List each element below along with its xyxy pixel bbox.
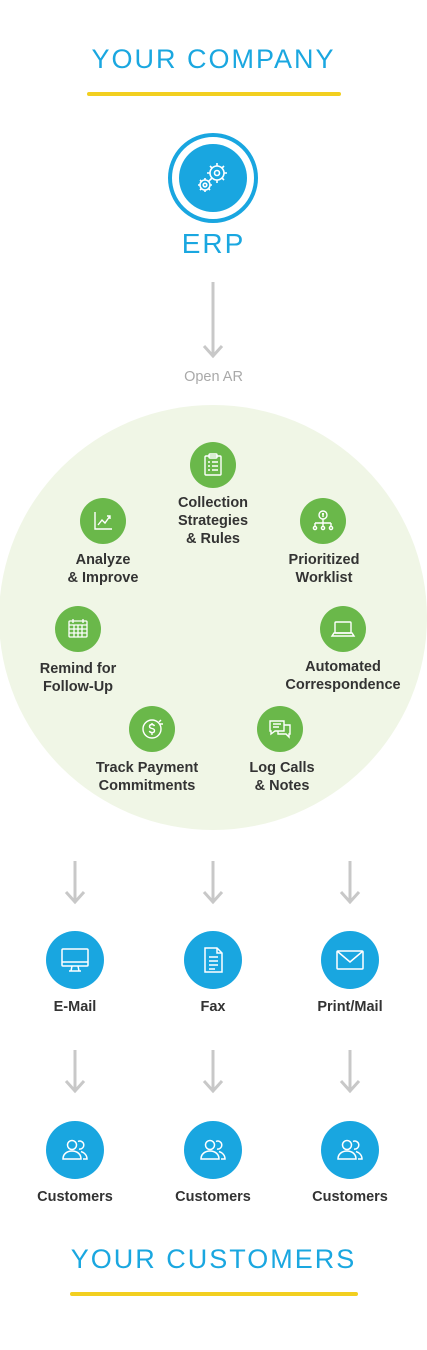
email-label: E-Mail [53,999,97,1015]
customers-underline [70,1292,358,1296]
company-title: YOUR COMPANY [91,44,336,74]
users-icon [321,1121,379,1179]
customers-label: Customers [175,1189,251,1205]
analyze-improve-label: Analyze& Improve [67,552,139,586]
print-mail-label: Print/Mail [317,999,383,1015]
arrow-down-icon [64,861,86,905]
customers-title: YOUR CUSTOMERS [70,1244,357,1274]
monitor-icon [46,931,104,989]
erp-icon-ring [168,133,258,223]
dollar-icon [129,706,175,752]
gears-icon [179,144,247,212]
chart-icon [80,498,126,544]
laptop-icon [320,606,366,652]
arrow-down-icon [339,861,361,905]
calendar-icon [55,606,101,652]
customers-label: Customers [312,1189,388,1205]
open-ar-label: Open AR [184,369,243,385]
hierarchy-icon [300,498,346,544]
document-icon [184,931,242,989]
erp-label: ERP [181,228,246,259]
fax-label: Fax [200,999,226,1015]
clipboard-icon [190,442,236,488]
customers-label: Customers [37,1189,113,1205]
arrow-down-icon [202,282,224,359]
arrow-down-icon [64,1050,86,1094]
arrow-down-icon [202,861,224,905]
users-icon [46,1121,104,1179]
users-icon [184,1121,242,1179]
arrow-down-icon [202,1050,224,1094]
envelope-icon [321,931,379,989]
log-calls-label: Log Calls& Notes [249,760,315,794]
arrow-down-icon [339,1050,361,1094]
company-underline [87,92,341,96]
chat-icon [257,706,303,752]
